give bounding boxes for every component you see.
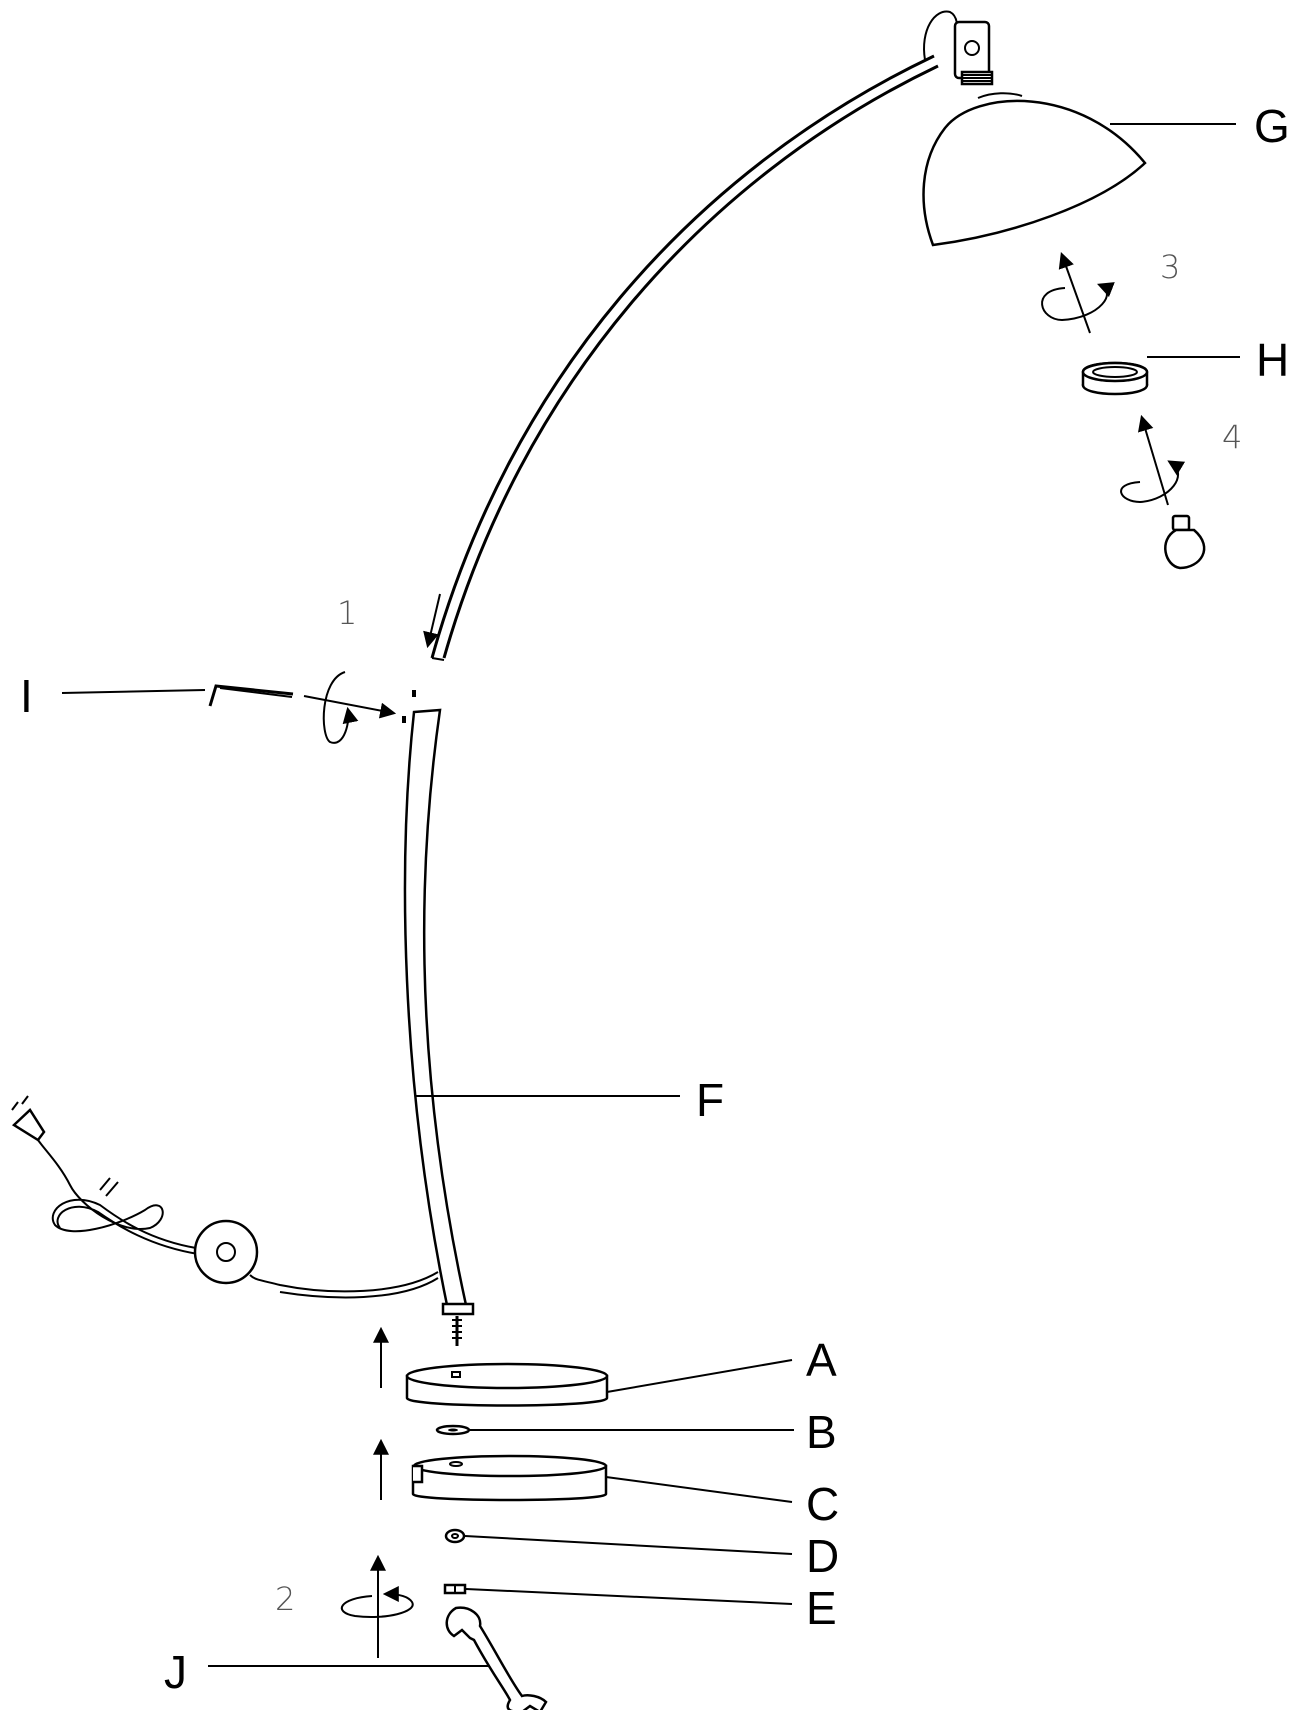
label-b: B bbox=[806, 1406, 837, 1458]
step-4-label: 4 bbox=[1222, 418, 1242, 456]
arc-pole-upper bbox=[430, 54, 939, 661]
rotation-arrow-icon: 4 bbox=[1120, 414, 1242, 506]
washer-b: B bbox=[435, 1406, 837, 1458]
light-bulb-icon bbox=[1164, 514, 1206, 570]
label-h: H bbox=[1256, 334, 1289, 386]
step-3-label: 3 bbox=[1160, 248, 1180, 286]
hex-key-icon: I bbox=[20, 670, 294, 722]
step-2-label: 2 bbox=[275, 1580, 295, 1618]
cable-icon bbox=[37, 1139, 439, 1299]
lock-washer-d: D bbox=[444, 1528, 839, 1582]
label-e: E bbox=[806, 1582, 837, 1634]
base-plate-a: A bbox=[405, 1334, 837, 1407]
step-1-label: 1 bbox=[337, 594, 357, 632]
label-i: I bbox=[20, 670, 33, 722]
label-f: F bbox=[696, 1074, 724, 1126]
nut-e: E bbox=[443, 1582, 837, 1634]
rotation-arrow-icon: 2 bbox=[275, 1554, 414, 1658]
lamp-head-socket bbox=[923, 10, 994, 86]
lamp-shade-g: G bbox=[922, 92, 1290, 247]
rotation-arrow-icon: 1 bbox=[303, 594, 416, 744]
label-j: J bbox=[164, 1646, 187, 1698]
arc-pole-lower-f: F bbox=[403, 708, 724, 1312]
threaded-ring-h: H bbox=[1081, 334, 1289, 396]
plug-icon bbox=[11, 1095, 46, 1142]
insert-arrow-step-1 bbox=[423, 593, 441, 649]
label-c: C bbox=[806, 1478, 839, 1530]
label-d: D bbox=[806, 1530, 839, 1582]
foot-switch-icon bbox=[193, 1219, 259, 1285]
label-a: A bbox=[806, 1334, 837, 1386]
base-plate-c: C bbox=[411, 1454, 839, 1530]
wrench-icon: J bbox=[164, 1606, 548, 1710]
rotation-arrow-icon: 3 bbox=[1041, 248, 1180, 334]
label-g: G bbox=[1254, 100, 1290, 152]
threaded-rod bbox=[441, 1302, 475, 1346]
